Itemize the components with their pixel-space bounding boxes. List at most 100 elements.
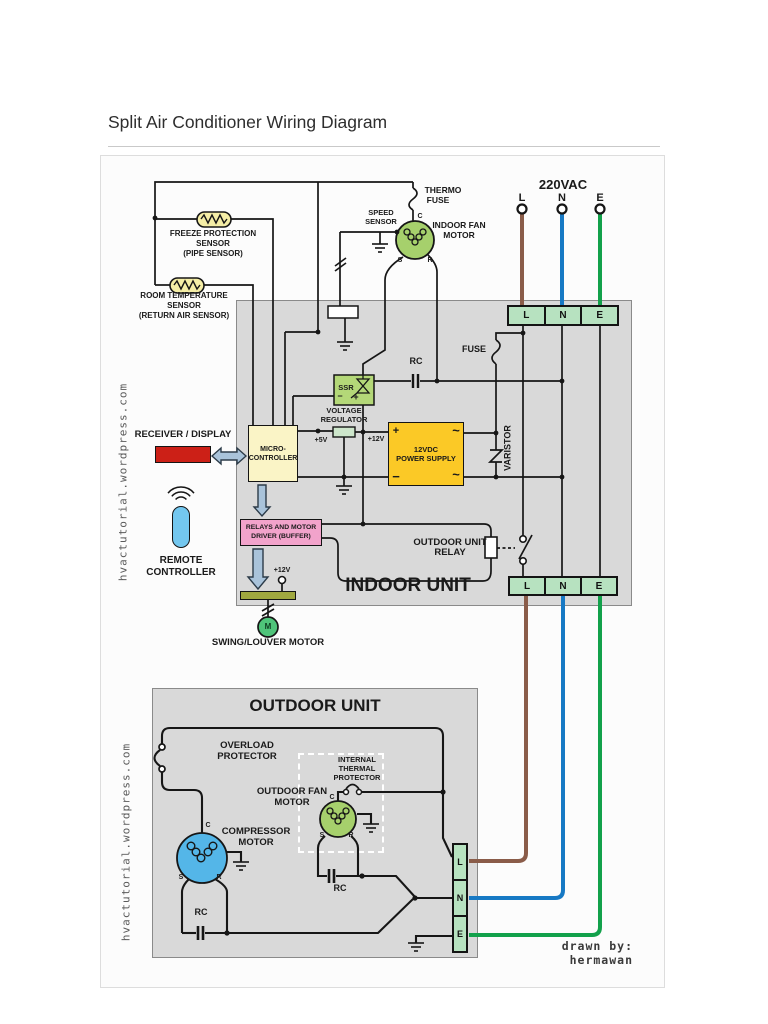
speed-sensor-label: SENSOR — [365, 217, 397, 226]
terminal-cell-e: E — [596, 310, 604, 321]
room-sensor-label: ROOM TEMPERATURE — [140, 291, 228, 300]
thermal-protector-dashed-box — [298, 753, 384, 853]
v12-label: +12V — [367, 436, 385, 443]
comp-s-label: S — [178, 874, 184, 881]
indoor-terminal-bottom: L N E — [508, 576, 618, 596]
small-symbols — [158, 305, 527, 796]
relays-label: RELAYS AND MOTOR — [245, 523, 317, 531]
ground-icon — [335, 485, 353, 495]
thermo-fuse-label: FUSE — [426, 195, 450, 205]
microcontroller-box: MICRO- CONTROLLER — [248, 425, 298, 482]
neutral-wire-interunit — [469, 596, 565, 900]
triac-icon — [350, 375, 371, 399]
receiver-label: RECEIVER / DISPLAY — [134, 429, 232, 440]
connector-block-icon — [327, 305, 359, 319]
swing-m-label: M — [264, 622, 272, 631]
outdoor-terminal: L N E — [452, 843, 468, 953]
comp-r-label: R — [216, 874, 222, 881]
rc-comp-label: RC — [194, 907, 208, 917]
terminal-cell-n: N — [454, 881, 466, 917]
fan-r-label: R — [348, 832, 354, 839]
psu-label: POWER SUPPLY — [396, 454, 456, 463]
thermal-label: INTERNAL — [338, 755, 376, 764]
down-arrow-icon — [246, 548, 270, 591]
room-sensor-label: SENSOR — [167, 301, 201, 310]
neutral-terminal-icon — [556, 203, 568, 215]
earth-label: E — [596, 192, 604, 204]
indoor-fan-motor-icon — [395, 220, 435, 260]
overload-label: PROTECTOR — [217, 751, 277, 762]
thermal-protector-icon — [342, 788, 350, 796]
voltage-regulator-icon — [332, 426, 356, 438]
12v-terminal-icon — [277, 575, 287, 585]
overload-protector-icon — [158, 743, 166, 751]
outdoor-fan-label: OUTDOOR FAN — [256, 786, 328, 797]
fuse-label: FUSE — [461, 344, 487, 354]
live-wire-interunit — [469, 596, 528, 863]
page-title: Split Air Conditioner Wiring Diagram — [108, 112, 388, 132]
outdoor-unit-box — [152, 688, 478, 958]
indoor-terminal-top: L N E — [507, 305, 619, 326]
ground-icon — [232, 861, 250, 871]
bidirectional-arrow-icon — [210, 446, 248, 466]
psu-plus: + — [392, 425, 400, 437]
psu-minus: − — [392, 469, 400, 484]
motor-symbols — [176, 220, 435, 884]
freeze-sensor-label: SENSOR — [196, 239, 230, 248]
varistor-label: VARISTOR — [502, 425, 513, 471]
outdoor-wires — [153, 726, 453, 943]
credit-line: hermawan — [569, 953, 633, 967]
fan-c-label: C — [329, 794, 335, 801]
freeze-sensor-label: FREEZE PROTECTION — [169, 229, 257, 238]
terminal-cell-n: N — [546, 578, 582, 594]
ground-icon — [371, 243, 389, 253]
swing-12v-label: +12V — [273, 567, 291, 574]
psu-label: 12VDC — [413, 444, 439, 454]
thermal-label: THERMAL — [338, 764, 376, 773]
outdoor-relay-label: OUTDOOR UNIT — [413, 537, 487, 548]
rc-fan-label: RC — [333, 883, 347, 893]
ssr-plus: + — [353, 392, 359, 402]
junction-dots — [152, 215, 565, 936]
live-terminal-icon — [516, 203, 528, 215]
indoor-fan-label: INDOOR FAN — [432, 220, 486, 230]
thermistor-symbols — [169, 211, 232, 294]
remote-waves-icon — [167, 486, 195, 501]
terminal-cell-e: E — [456, 929, 463, 939]
micro-label: CONTROLLER — [248, 454, 298, 462]
indoor-fan-label: MOTOR — [443, 230, 475, 240]
ssr-label: SSR — [338, 383, 354, 392]
compressor-label: COMPRESSOR — [221, 826, 291, 837]
flow-arrows — [210, 446, 272, 591]
terminal-cell-e: E — [595, 580, 603, 592]
psu-ac: ~ — [452, 467, 460, 482]
psu-ac: ~ — [452, 423, 460, 438]
relay-switch-icon — [518, 534, 527, 543]
ssr-box — [333, 374, 375, 406]
swing-motor-label: SWING/LOUVER MOTOR — [211, 637, 325, 648]
supply-terminals — [516, 203, 606, 215]
fan-r-label: R — [427, 257, 433, 264]
terminal-cell-n: N — [546, 307, 583, 324]
outdoor-fan-motor-icon — [319, 800, 357, 838]
title-divider — [108, 146, 660, 147]
micro-label: MICRO- — [260, 445, 286, 453]
freeze-sensor-label: (PIPE SENSOR) — [183, 249, 243, 258]
relays-driver-box: RELAYS AND MOTOR DRIVER (BUFFER) — [240, 519, 322, 546]
thermo-fuse-label: THERMO — [424, 185, 462, 195]
ground-icon — [362, 823, 380, 833]
thermal-label: PROTECTOR — [333, 773, 381, 782]
terminal-cell-l: L — [510, 578, 546, 594]
regulator-label: REGULATOR — [320, 415, 368, 424]
receiver-display-box — [155, 446, 211, 463]
earth-wire-interunit — [469, 596, 602, 937]
signal-wires — [154, 181, 601, 618]
room-sensor-label: (RETURN AIR SENSOR) — [138, 311, 230, 320]
supply-voltage-label: 220VAC — [538, 177, 588, 192]
speed-sensor-label: SPEED — [368, 208, 394, 217]
terminal-cell-l: L — [454, 845, 466, 881]
ground-icon — [336, 341, 354, 351]
outdoor-fan-label: MOTOR — [274, 797, 310, 808]
neutral-label: N — [558, 192, 566, 204]
